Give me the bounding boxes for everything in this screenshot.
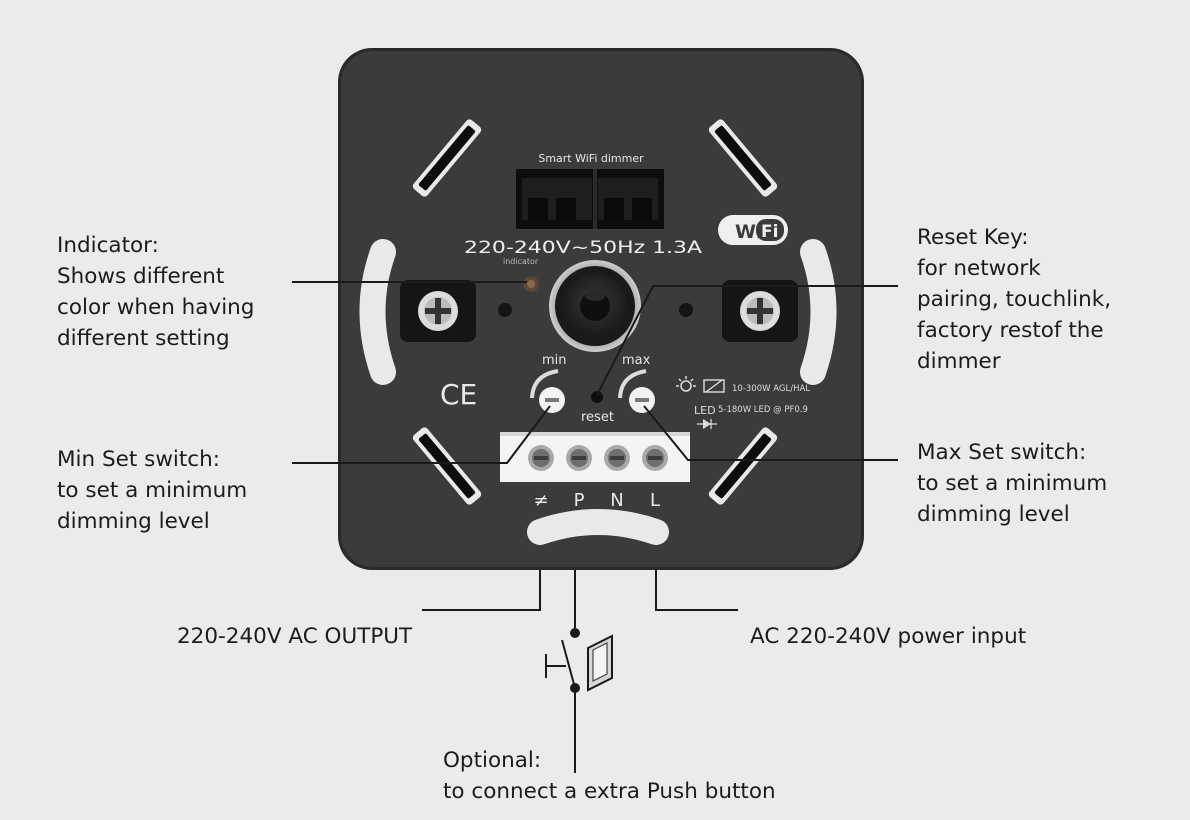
push-button-icon [587,634,613,692]
min-leader [292,405,551,464]
reset-leader [596,285,898,396]
wifi-logo: Wi Fi [718,215,788,245]
terminal-label-4: L [650,490,660,511]
mounting-slot-top-left [412,119,482,197]
terminal-label-3: N [610,490,623,511]
bottom-slot [527,509,669,545]
max-set-switch[interactable] [629,387,655,413]
side-slot-left [359,239,396,385]
power-input-label: AC 220-240V power input [750,624,1027,649]
spec-led: LED [694,404,716,417]
ac-output-label: 220-240V AC OUTPUT [177,624,413,649]
device-top-label: Smart WiFi dimmer [538,152,644,165]
min-set-switch[interactable] [539,387,565,413]
min-arc-icon [530,369,559,399]
dimmer-knob [549,260,641,352]
indicator-small-label: indicator [503,257,539,266]
ce-mark: CE [440,378,477,411]
push-switch-icon [545,628,580,693]
spec-line-1: 10-300W AGL/HAL [732,384,810,394]
rating-text: 220-240V~50Hz 1.3A [464,238,702,258]
mounting-slot-top-right [708,119,778,197]
terminal-label-2: P [574,490,585,511]
optional-callout: Optional: to connect a extra Push button [443,748,776,804]
led-diode-icon [697,419,717,429]
terminal-screw-3 [604,445,630,471]
halogen-icon [703,379,725,393]
terminal-screw-2 [566,445,592,471]
spec-line-2: 5-180W LED @ PF0.9 [718,405,808,415]
reset-label: reset [581,410,614,425]
min-set-callout: Min Set switch: to set a minimum dimming… [57,447,248,534]
max-leader [643,405,898,461]
leader-lines [292,281,898,773]
reset-key[interactable] [591,391,603,403]
reset-key-callout: Reset Key: for network pairing, touchlin… [917,225,1112,374]
terminal-screw-1 [528,445,554,471]
mounting-slot-bottom-left [412,427,482,505]
screw-hole-right [679,303,693,317]
terminal-label-1: ≠ [533,490,548,511]
top-connector [516,169,664,229]
max-label: max [622,353,651,368]
max-set-callout: Max Set switch: to set a minimum dimming… [917,440,1108,527]
wifi-right-text: Fi [761,222,778,242]
terminal-screw-4 [642,445,668,471]
screw-clamp-right [722,280,798,342]
output-wire [422,570,541,611]
indicator-led [523,276,539,292]
mounting-slot-bottom-right [708,427,778,505]
indicator-callout: Indicator: Shows different color when ha… [57,233,255,351]
side-slot-right [800,239,837,385]
min-label: min [542,353,567,368]
bulb-icon [676,376,696,392]
wifi-left-text: Wi [735,221,762,243]
screw-hole-left [498,303,512,317]
terminal-block [500,432,690,482]
screw-clamp-left [400,280,476,342]
input-wire [655,570,738,611]
max-arc-icon [618,369,647,399]
